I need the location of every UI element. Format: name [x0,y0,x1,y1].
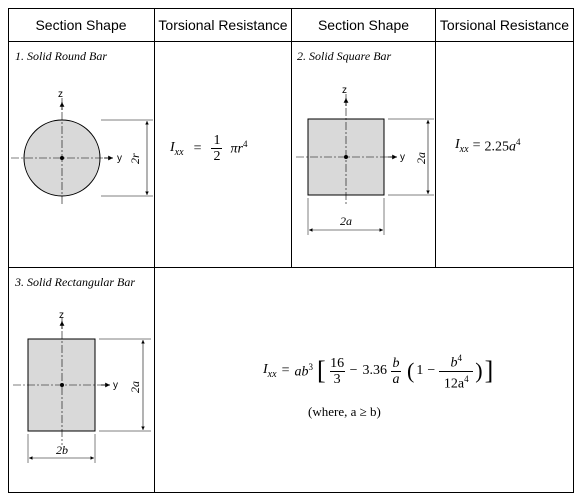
rect-formula-note: (where, a ≥ b) [308,404,381,419]
table-border-bottom [8,492,574,493]
rect-bar-title: 3. Solid Rectangular Bar [15,275,135,289]
rect-bar-diagram: z y 2a 2b [13,310,151,463]
fraction-numerator: b4 [450,353,463,371]
formula-one: 1 [416,363,424,379]
centroid [60,383,64,387]
square-bar-title: 2. Solid Square Bar [297,49,392,63]
header-section-shape-1: Section Shape [35,16,127,33]
fraction-denominator: 2 [213,149,221,164]
dim-2r: 2r [128,153,142,164]
column-divider-1 [154,8,155,493]
dim-2b-horizontal: 2b [56,443,68,457]
paren-open: ( [407,358,415,384]
formula-equals: = [472,138,481,154]
fraction-numerator: b [392,355,400,371]
formula-pi-r: πr4 [230,139,248,157]
formula-rhs: 2.25a4 [484,137,521,155]
formula-lhs: Ixx [170,139,184,158]
fraction-denominator: a [392,371,400,387]
fraction-bar [329,370,345,372]
fraction-denominator: 12a4 [443,373,469,392]
fraction-bar [211,148,223,149]
header-torsional-resistance-2: Torsional Resistance [439,16,570,33]
formula-fraction: 1 2 [211,133,223,164]
bracket-open: [ [316,356,326,386]
formula-lhs: Ixx [455,137,469,156]
fraction-bar [391,370,402,372]
z-axis-label: z [58,89,63,100]
formula-ab: ab3 [294,361,313,380]
header-section-shape-2: Section Shape [317,16,410,33]
header-torsional-resistance-1: Torsional Resistance [158,16,288,33]
fraction-bar [439,370,474,372]
formula-equals: = [281,363,290,379]
fraction-b4-12a4: b4 12a4 [439,351,474,392]
dim-2a-vertical: 2a [128,381,142,393]
dim-2a-horizontal: 2a [340,214,352,228]
fraction-numerator: 1 [213,133,221,148]
fraction-denominator: 3 [333,371,341,387]
fraction-16-3: 16 3 [329,355,345,387]
round-formula: Ixx = 1 2 πr4 [170,133,247,164]
formula-lhs: Ixx [263,362,277,381]
table-border-left [8,8,9,493]
centroid [60,156,64,160]
formula-minus-2: − [427,363,436,379]
square-formula: Ixx = 2.25a4 [455,137,520,156]
round-bar-title: 1. Solid Round Bar [15,49,107,63]
column-divider-3 [435,8,436,268]
fraction-b-a: b a [391,355,402,387]
centroid [344,155,348,159]
formula-minus: − [349,363,358,379]
square-bar-diagram: z y 2a 2a [296,85,434,235]
y-axis-label: y [117,153,122,164]
table-border-right [573,8,574,493]
y-axis-label: y [113,380,118,391]
z-axis-label: z [59,310,64,321]
z-axis-label: z [342,85,347,96]
y-axis-label: y [400,152,405,163]
formula-coef: 3.36 [362,363,388,379]
rect-formula: Ixx = ab3 [ 16 3 − 3.36 b a ( 1 − b4 12a… [263,351,493,391]
paren-close: ) [475,358,483,384]
round-bar-diagram: z y 2r [11,89,153,205]
dim-2a-vertical: 2a [414,152,428,164]
formula-equals: = [193,140,202,156]
fraction-numerator: 16 [330,355,345,371]
column-divider-2 [291,8,292,268]
bracket-close: ] [484,356,494,386]
